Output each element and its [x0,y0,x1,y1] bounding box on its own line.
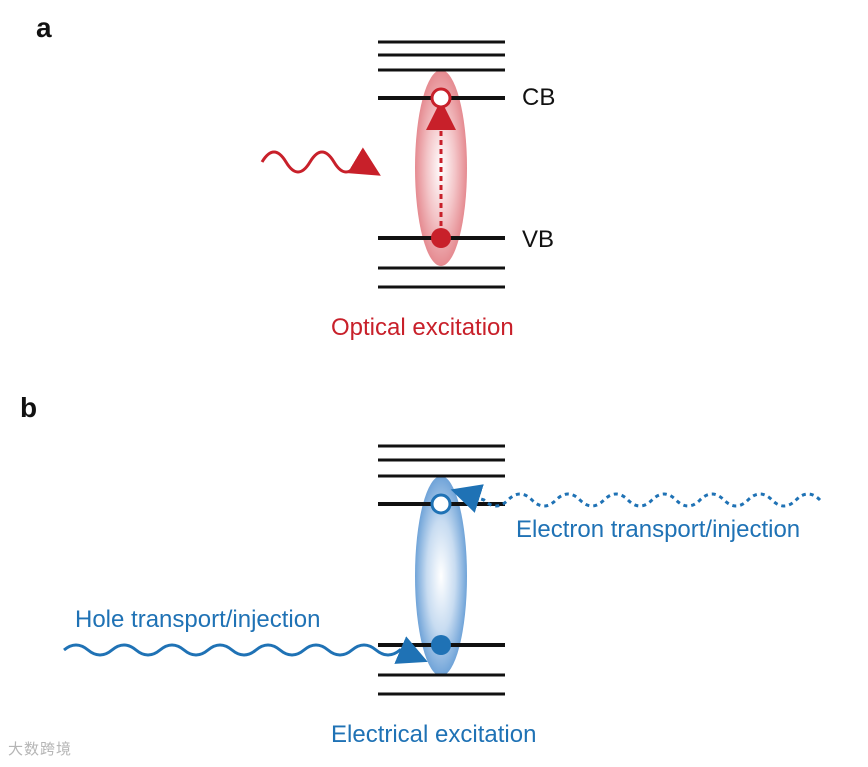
panel-a-letter: a [36,12,52,43]
hole-transport-label: Hole transport/injection [75,606,321,633]
cb-label: CB [522,84,556,111]
exciton-glow-blue [415,476,467,676]
photon-wave [260,147,381,176]
electron-open-circle [430,493,452,515]
optical-excitation-caption: Optical excitation [331,314,514,341]
panel-a [260,40,505,289]
vb-label: VB [522,226,555,253]
panel-b-letter: b [20,392,38,423]
panel-b [63,444,822,696]
electron-open-circle [430,87,452,109]
watermark: 大数跨境 [8,740,73,758]
electron-injection-wave [450,484,822,513]
electron-transport-label: Electron transport/injection [516,516,801,543]
hole-injection-wave [63,636,428,664]
hole-filled-circle [431,228,451,248]
hole-filled-circle [431,635,451,655]
electrical-excitation-caption: Electrical excitation [331,721,537,748]
